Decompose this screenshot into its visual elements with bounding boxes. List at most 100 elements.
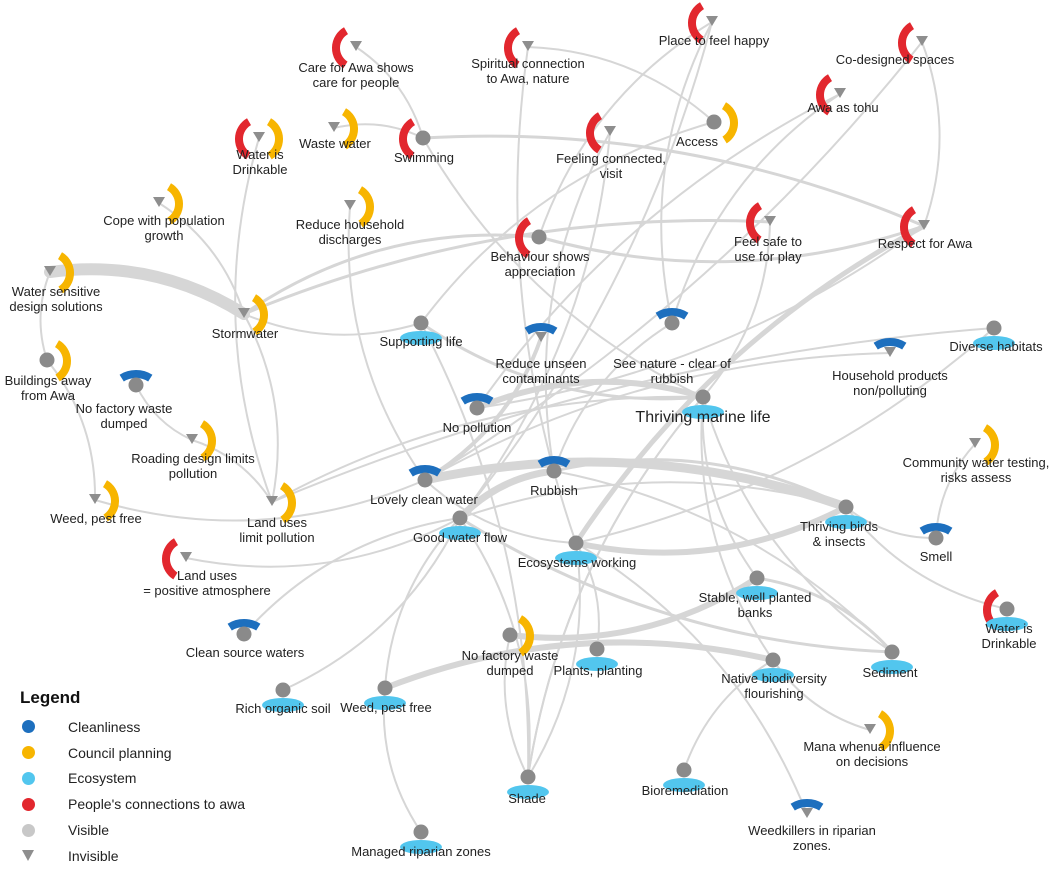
node-label: Thriving marine life (635, 409, 770, 426)
invisible-node-icon (522, 41, 534, 51)
edge-place_happy-to-behaviour (538, 21, 713, 238)
node-label-line: Access (676, 134, 718, 149)
invisible-node-icon (44, 266, 56, 276)
edge-ecosystems_working-to-shade (527, 542, 581, 778)
invisible-node-icon (801, 808, 813, 818)
node-label-line: Thriving birds (800, 519, 879, 534)
node-label-line: Feel safe to (734, 234, 802, 249)
invisible-node-icon (266, 496, 278, 506)
node-waste-water: Waste water (299, 108, 372, 151)
visible-node-icon (884, 644, 900, 660)
people-arc-icon (897, 22, 915, 64)
node-label: Access (676, 134, 718, 149)
edge-stormwater-to-land_uses_limit (243, 313, 279, 503)
node-label-line: Bioremediation (642, 783, 729, 798)
node-label-line: Care for Awa shows (298, 60, 414, 75)
people-arc-icon (331, 27, 349, 69)
node-label-line: Smell (920, 549, 953, 564)
visible-node-icon (838, 499, 854, 515)
legend-label: People's connections to awa (68, 796, 246, 813)
people-arc-icon (234, 118, 252, 160)
node-label-line: zones. (793, 838, 831, 853)
node-label-line: Land uses (247, 515, 307, 530)
council-arc-icon (102, 480, 120, 522)
edge-sediment-to-thriving_marine (702, 396, 893, 653)
cleanliness-arc-icon (524, 323, 558, 335)
node-label-line: Behaviour shows (491, 249, 590, 264)
visible-node-icon (417, 472, 433, 488)
node-label-line: Water is (236, 147, 284, 162)
legend-item-invisible: Invisible (16, 843, 296, 869)
edge-weedkillers-to-ecosystems_working (575, 542, 808, 815)
ecosystem-halo-icon (736, 586, 778, 600)
node-label-line: Stable, well planted (699, 590, 812, 605)
node-label-line: No factory waste (462, 648, 559, 663)
node-label: Supporting life (379, 334, 462, 349)
node-feeling-connected: Feeling connected,visit (556, 112, 666, 181)
node-respect-awa: Respect for Awa (878, 206, 973, 251)
node-label-line: Weedkillers in riparian (748, 823, 876, 838)
invisible-node-icon (884, 347, 896, 357)
node-label-line: Shade (508, 791, 546, 806)
node-label-line: to Awa, nature (487, 71, 570, 86)
edge-waste_water-to-swimming (333, 123, 424, 139)
visible-node-icon (999, 601, 1015, 617)
invisible-node-icon (153, 197, 165, 207)
node-label-line: risks assess (941, 470, 1012, 485)
node-label: Shade (508, 791, 546, 806)
invisible-triangle-icon (22, 850, 34, 862)
ecosystem-halo-icon (400, 331, 442, 345)
council-arc-icon (199, 420, 217, 462)
node-label: Plants, planting (554, 663, 643, 678)
council-arc-icon (982, 424, 1000, 466)
edge-good_water_flow-to-thriving_birds (459, 481, 847, 519)
edge-rich_soil-to-good_water_flow (282, 517, 461, 691)
visible-node-icon (589, 641, 605, 657)
node-label-line: Water sensitive (12, 284, 100, 299)
ecosystem-halo-icon (400, 840, 442, 854)
visible-node-icon (452, 510, 468, 526)
node-lovely-clean: Lovely clean water (370, 465, 479, 507)
cleanliness-arc-icon (790, 799, 824, 811)
node-no-pollution: No pollution (443, 393, 511, 435)
council-arc-icon (517, 615, 535, 657)
node-label-line: Weed, pest free (340, 700, 432, 715)
node-weed-pest-left: Weed, pest free (50, 480, 142, 526)
invisible-node-icon (186, 434, 198, 444)
legend-title: Legend (20, 688, 81, 707)
edge-swimming-to-respect_awa (421, 134, 926, 228)
edge-place_happy-to-see_nature (660, 21, 713, 324)
node-label-line: Sediment (863, 665, 918, 680)
council-arc-icon (57, 252, 75, 294)
node-label-line: Rich organic soil (235, 701, 330, 716)
node-label-line: Spiritual connection (471, 56, 584, 71)
node-label-line: contaminants (502, 371, 580, 386)
node-label-line: Native biodiversity (721, 671, 827, 686)
ecosystem-halo-icon (871, 660, 913, 674)
visible-node-icon (695, 389, 711, 405)
invisible-node-icon (535, 332, 547, 342)
visible-node-icon (275, 682, 291, 698)
ecosystem-halo-icon (825, 515, 867, 529)
invisible-node-icon (864, 724, 876, 734)
edge-codesigned-to-respect_awa (921, 41, 941, 227)
invisible-node-icon (918, 220, 930, 230)
edge-thriving_marine-to-shade (527, 396, 704, 778)
node-label-line: discharges (319, 232, 382, 247)
edge-water_sensitive-to-buildings_away (39, 271, 51, 361)
node-place-happy: Place to feel happy (659, 2, 770, 48)
